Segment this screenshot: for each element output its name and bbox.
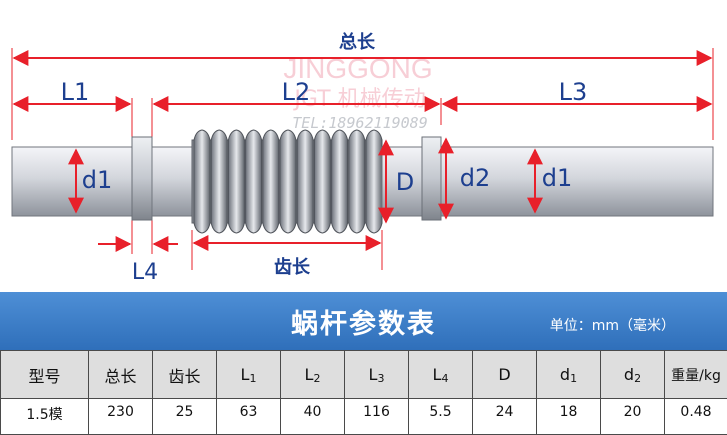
- header-cell: 重量/kg: [665, 351, 727, 399]
- thread-tooth: [211, 130, 227, 233]
- thread-tooth: [332, 130, 348, 233]
- table-cell: 116: [345, 399, 409, 435]
- thread-tooth: [194, 130, 210, 233]
- d2-label: d2: [460, 164, 491, 192]
- d1-left-label: d1: [82, 166, 113, 194]
- header-cell: 齿长: [153, 351, 217, 399]
- parameter-table: 型号 总长 齿长 L1 L2 L3 L4 D d1 d2 重量/kg 1.5模 …: [0, 350, 727, 435]
- header-cell: d2: [601, 351, 665, 399]
- thread-tooth: [349, 130, 365, 233]
- thread-tooth: [246, 130, 262, 233]
- header-cell: L1: [217, 351, 281, 399]
- table-cell: 63: [217, 399, 281, 435]
- table-cell: 0.48: [665, 399, 727, 435]
- d1-right-label: d1: [542, 164, 573, 192]
- table-cell: 25: [153, 399, 217, 435]
- right-collar: [422, 137, 441, 220]
- table-cell: 40: [281, 399, 345, 435]
- header-cell: L2: [281, 351, 345, 399]
- table-cell: 5.5: [409, 399, 473, 435]
- left-neck: [152, 147, 194, 216]
- worm-threads: [194, 130, 382, 233]
- header-cell: D: [473, 351, 537, 399]
- l4-label: L4: [132, 260, 158, 285]
- table-cell: 1.5模: [1, 399, 89, 435]
- table-cell: 18: [537, 399, 601, 435]
- thread-tooth: [366, 130, 382, 233]
- thread-tooth: [280, 130, 296, 233]
- thread-tooth: [228, 130, 244, 233]
- l3-label: L3: [559, 78, 588, 106]
- watermark-name: JGT 机械传动: [292, 87, 425, 112]
- header-cell: 型号: [1, 351, 89, 399]
- unit-note: 单位：mm（毫米）: [550, 315, 675, 335]
- header-cell: L4: [409, 351, 473, 399]
- thread-tooth: [314, 130, 330, 233]
- thread-tooth: [263, 130, 279, 233]
- table-header-row: 型号 总长 齿长 L1 L2 L3 L4 D d1 d2 重量/kg: [1, 351, 727, 399]
- header-cell: d1: [537, 351, 601, 399]
- worm-shaft: [12, 130, 713, 233]
- left-journal: [12, 147, 134, 216]
- header-cell: 总长: [89, 351, 153, 399]
- header-cell: L3: [345, 351, 409, 399]
- table-cell: 230: [89, 399, 153, 435]
- tooth-length-label: 齿长: [274, 256, 311, 278]
- worm-shaft-diagram: JINGGONG JGT 机械传动 TEL:18962119089: [0, 0, 727, 292]
- table-title-band: 蜗杆参数表 单位：mm（毫米）: [0, 292, 727, 350]
- l1-label: L1: [61, 78, 90, 106]
- total-length-label: 总长: [339, 31, 376, 53]
- table-cell: 20: [601, 399, 665, 435]
- table-cell: 24: [473, 399, 537, 435]
- l2-label: L2: [282, 78, 311, 106]
- table-row: 1.5模 230 25 63 40 116 5.5 24 18 20 0.48: [1, 399, 727, 435]
- thread-tooth: [297, 130, 313, 233]
- left-collar: [132, 137, 152, 220]
- watermark-phone: TEL:18962119089: [292, 114, 427, 132]
- d-label: D: [396, 168, 414, 196]
